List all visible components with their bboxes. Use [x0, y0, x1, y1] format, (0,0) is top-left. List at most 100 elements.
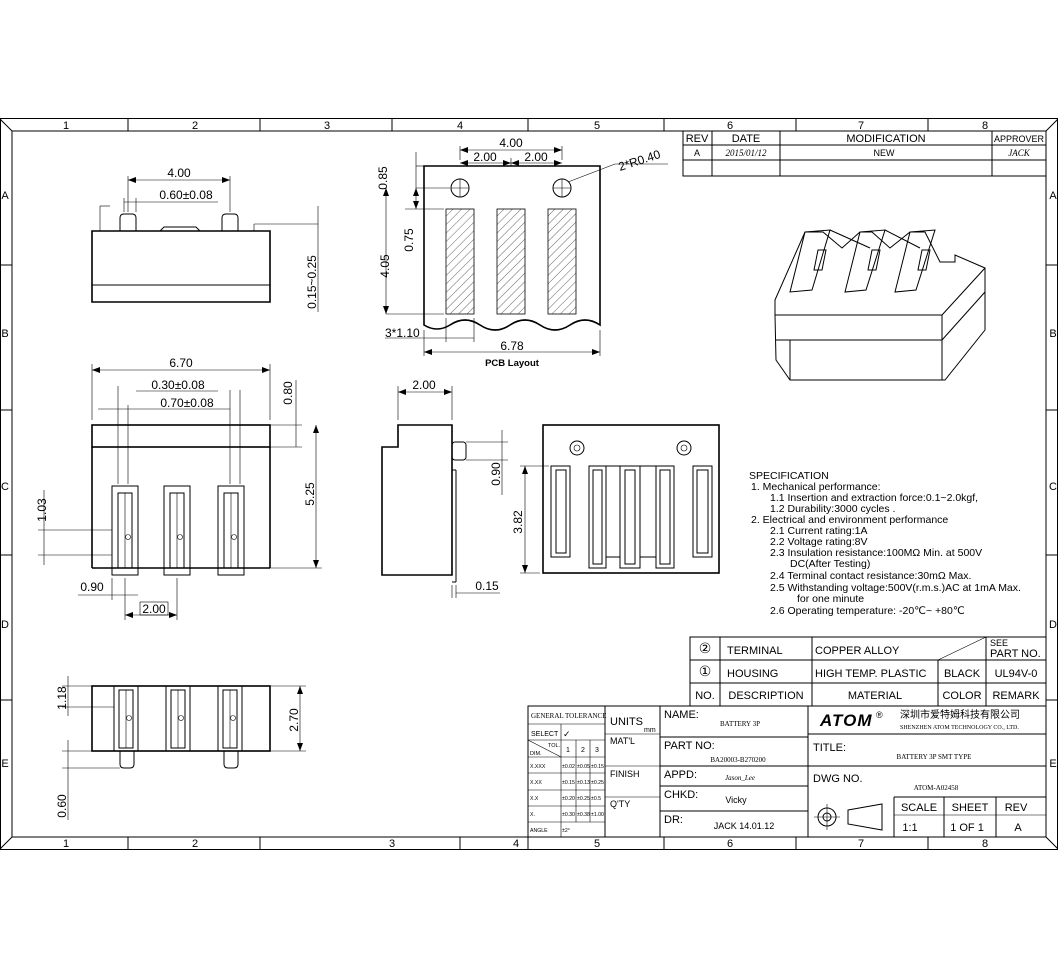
tol-row-1-v1: ±0.02 — [562, 764, 575, 770]
specification-notes: SPECIFICATION 1. Mechanical performance:… — [749, 470, 1021, 617]
col-label-4-bottom: 4 — [513, 838, 519, 850]
tol-row-3-v2: ±0.25 — [577, 796, 590, 802]
tol-row-1-v2: ±0.05 — [577, 764, 590, 770]
tol-row-4-v2: ±0.38 — [577, 812, 590, 818]
pcb-dim-hole-offset: 0.85 — [376, 166, 390, 190]
row-label-b-right: B — [1049, 328, 1056, 340]
tol-row-2-v2: ±0.13 — [577, 780, 590, 786]
dr-label: DR: — [664, 814, 683, 826]
bom-header-remark: REMARK — [992, 690, 1040, 702]
bom-header-material: MATERIAL — [848, 690, 902, 702]
row-label-d: D — [1, 619, 9, 631]
pcb-dim-pad-length: 4.05 — [378, 254, 392, 278]
pcb-layout-caption: PCB Layout — [485, 358, 540, 369]
spec-title: SPECIFICATION — [749, 470, 829, 482]
title-value: BATTERY 3P SMT TYPE — [897, 753, 972, 761]
spec-line-8: DC(After Testing) — [790, 558, 870, 570]
spec-line-3: 1.2 Durability:3000 cycles . — [770, 503, 895, 515]
tol-col-3: 3 — [595, 747, 599, 754]
tol-row-2-v3: ±0.25 — [591, 780, 604, 786]
scale-value: 1:1 — [902, 822, 917, 834]
date-header: DATE — [732, 133, 761, 145]
row-label-e-right: E — [1049, 758, 1056, 770]
tol-row-4-label: X. — [530, 812, 535, 818]
bottom-dim-step: 1.18 — [55, 686, 69, 710]
select-label: SELECT — [531, 731, 559, 738]
bom-row-1-description: HOUSING — [727, 668, 778, 680]
pcb-dim-pad-offset: 0.75 — [402, 228, 416, 252]
tol-row-5-label: ANGLE — [530, 828, 548, 834]
spec-line-4: 2. Electrical and environment performanc… — [751, 514, 948, 526]
front-dim-width: 6.70 — [169, 356, 193, 370]
appd-value: Jason_Lee — [725, 774, 755, 782]
revision-table: REV DATE MODIFICATION APPROVER A 2015/01… — [682, 130, 1047, 177]
units-label: UNITS — [610, 716, 643, 728]
pcb-dim-hole-radius: 2*R0.40 — [617, 147, 663, 174]
pcb-dim-total-pitch: 4.00 — [499, 136, 523, 150]
tol-row-4-v3: ±1.00 — [591, 812, 604, 818]
spec-line-6: 2.2 Voltage rating:8V — [770, 536, 868, 548]
col-label-5-bottom: 5 — [594, 838, 600, 850]
select-check: ✓ — [563, 729, 571, 739]
dwg-no-label: DWG NO. — [813, 773, 863, 785]
spec-line-12: 2.6 Operating temperature: -20℃~ +80℃ — [770, 605, 965, 617]
tol-row-3-v1: ±0.20 — [562, 796, 575, 802]
sheet-value: 1 OF 1 — [950, 822, 984, 834]
matl-label: MAT'L — [610, 736, 635, 746]
top-dim-offset: 0.15~0.25 — [305, 255, 319, 309]
bom-row-2-description: TERMINAL — [727, 645, 783, 657]
pcb-dim-pitch-2: 2.00 — [524, 150, 548, 164]
name-label: NAME: — [664, 709, 699, 721]
bom-row-2-material: COPPER ALLOY — [815, 645, 900, 657]
side-dim-thickness: 0.15 — [475, 579, 499, 593]
finish-label: FINISH — [610, 769, 640, 779]
bom-header-color: COLOR — [942, 690, 981, 702]
rev-value-block: A — [1014, 822, 1022, 834]
tol-label: TOL. — [548, 743, 561, 749]
col-label-8-bottom: 8 — [982, 838, 988, 850]
spec-line-9: 2.4 Terminal contact resistance:30mΩ Max… — [770, 570, 971, 582]
tol-row-4-v1: ±0.30 — [562, 812, 575, 818]
tol-col-1: 1 — [566, 747, 570, 754]
chkd-label: CHKD: — [664, 789, 698, 801]
isometric-view — [774, 229, 986, 381]
modification-value: NEW — [874, 148, 896, 158]
front-dim-pin-thickness: 0.30±0.08 — [151, 378, 205, 392]
col-label-1-bottom: 1 — [63, 838, 69, 850]
pcb-dim-pitch-1: 2.00 — [473, 150, 497, 164]
front-dim-contact-width: 0.90 — [80, 580, 104, 594]
title-label: TITLE: — [813, 742, 846, 754]
front-dim-pin-width: 0.70±0.08 — [160, 396, 214, 410]
company-name-cn: 深圳市爱特姆科技有限公司 — [900, 708, 1020, 721]
spec-line-7: 2.3 Insulation resistance:100MΩ Min. at … — [770, 547, 982, 559]
appd-label: APPD: — [664, 769, 697, 781]
company-name-en: SHENZHEN ATOM TECHNOLOGY CO., LTD. — [900, 725, 1019, 731]
row-label-e: E — [1, 758, 8, 770]
row-label-c: C — [1, 481, 9, 493]
atom-logo-registered: ® — [876, 710, 883, 720]
approver-value: JACK — [1008, 148, 1030, 158]
tol-row-3-label: X.X — [530, 796, 539, 802]
spec-line-2: 1.1 Insertion and extraction force:0.1~2… — [770, 492, 978, 504]
spec-line-10: 2.5 Withstanding voltage:500V(r.m.s.)AC … — [770, 582, 1021, 594]
bottom-dim-pin-protrusion: 0.60 — [55, 794, 69, 818]
spec-line-5: 2.1 Current rating:1A — [770, 525, 867, 537]
scale-label: SCALE — [901, 802, 937, 814]
top-view: 4.00 0.60±0.08 0.15~0.25 — [91, 166, 319, 312]
col-label-6-bottom: 6 — [727, 838, 733, 850]
pcb-dim-pad-width: 3*1.10 — [385, 326, 420, 340]
row-label-d-right: D — [1049, 619, 1057, 631]
tol-row-1-label: X.XXX — [530, 764, 546, 770]
col-label-3: 3 — [324, 120, 330, 132]
units-value: mm — [644, 727, 656, 734]
front-dim-top-step: 0.80 — [281, 381, 295, 405]
rear-view: 3.82 — [511, 424, 720, 574]
title-block: GENERAL TOLERANCE SELECT ✓ TOL. DIM. 1 2… — [527, 705, 1047, 838]
pcb-dim-width: 6.78 — [500, 339, 524, 353]
pcb-layout-view: 4.00 2.00 2.00 2*R0.40 0.85 0.75 4.05 3*… — [376, 136, 668, 369]
approver-header: APPROVER — [994, 134, 1045, 144]
part-no-value: BA20003-B270200 — [710, 756, 766, 764]
col-label-2: 2 — [192, 120, 198, 132]
side-dim-depth: 2.00 — [412, 378, 436, 392]
